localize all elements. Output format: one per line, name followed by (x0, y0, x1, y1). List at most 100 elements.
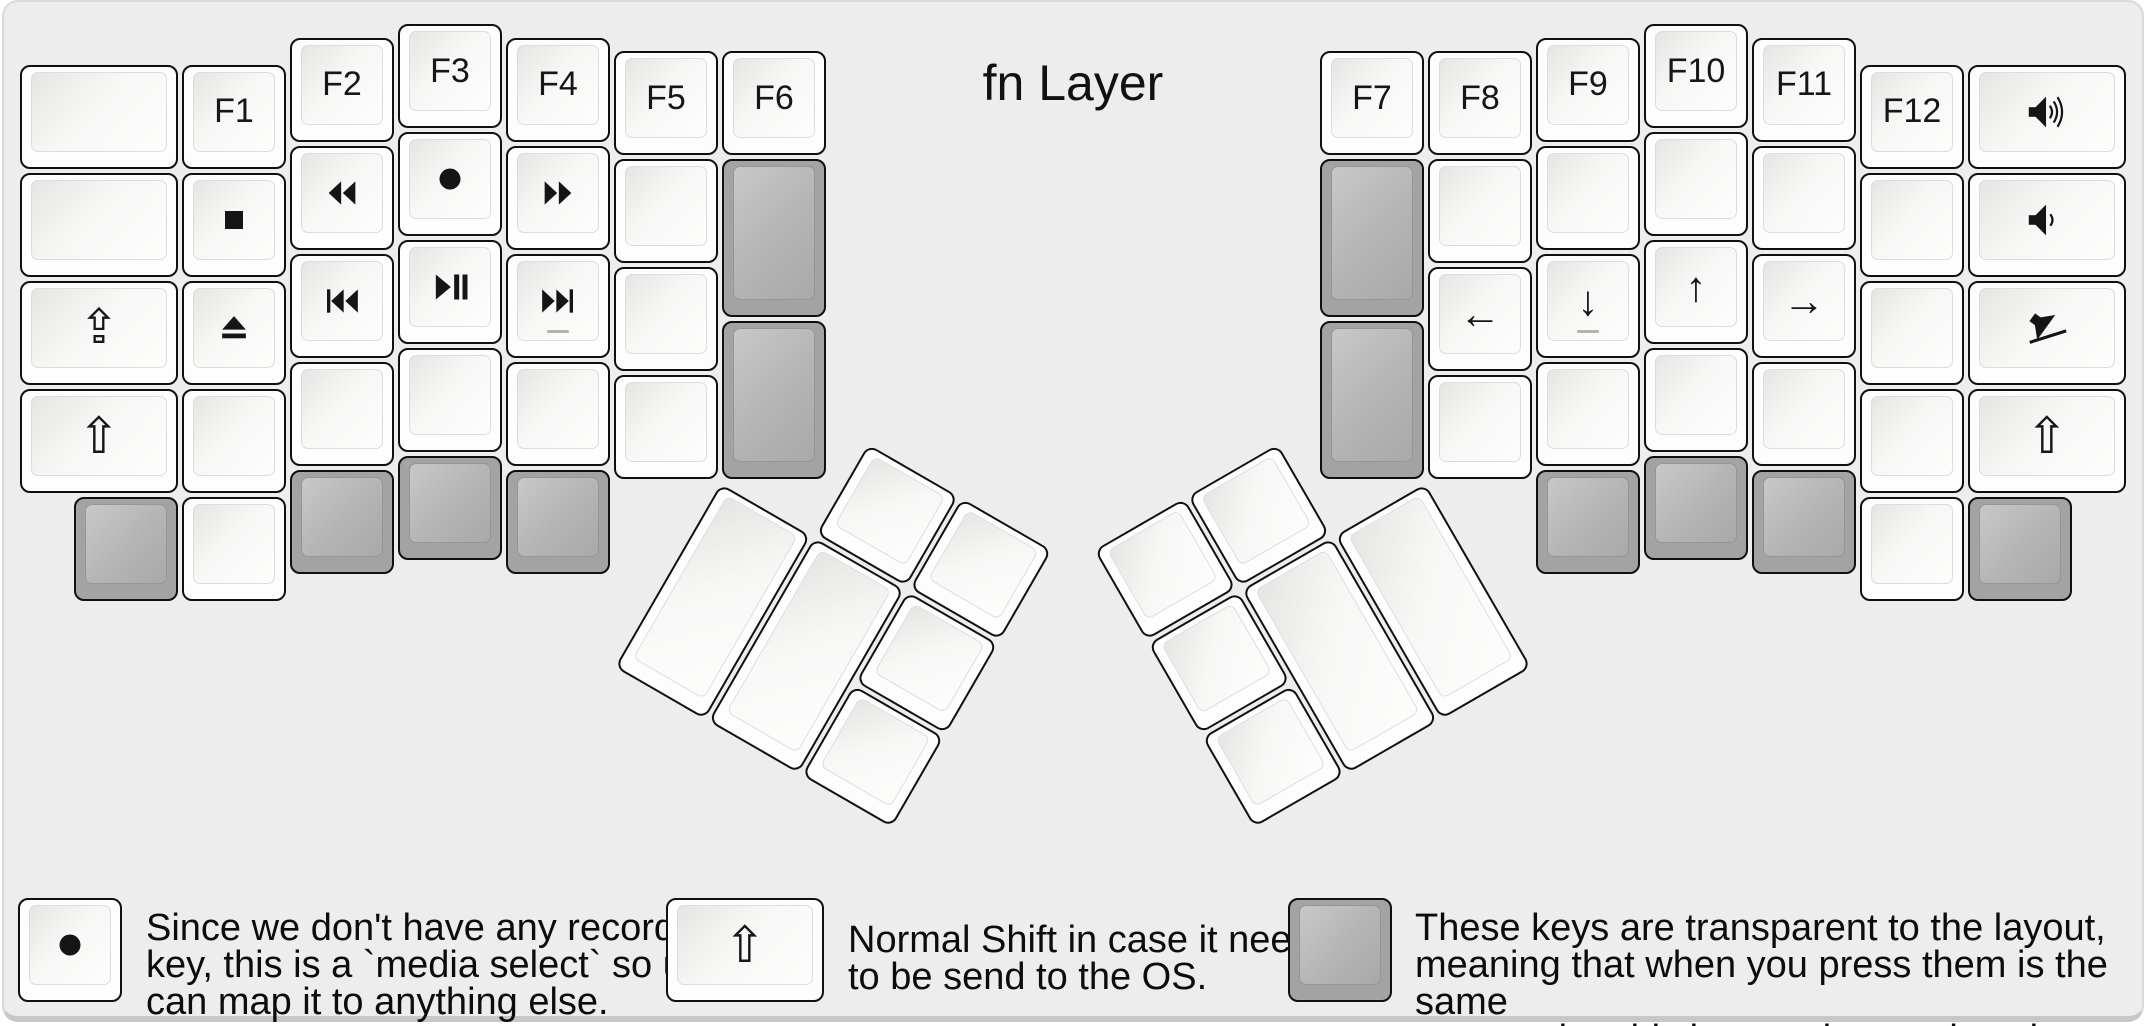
keycap (625, 274, 707, 354)
keycap (1331, 328, 1413, 462)
key-f2[interactable]: F2 (290, 37, 394, 142)
legend-line: meaning that when you press them is the … (1415, 944, 2108, 1023)
key-blank[interactable] (1536, 361, 1640, 466)
key-arrow-up[interactable]: ↑ (1644, 240, 1748, 344)
key-blank[interactable] (1752, 361, 1856, 466)
legend-record-key[interactable] (18, 898, 122, 1002)
key-transparent[interactable] (1752, 469, 1856, 574)
key-blank[interactable] (1752, 145, 1856, 250)
key-next-track[interactable] (506, 253, 610, 358)
key-fast-forward[interactable] (506, 145, 610, 250)
rewind-icon (322, 173, 362, 213)
keycap (1439, 382, 1521, 462)
key-blank[interactable] (290, 361, 394, 466)
key-label: F11 (1775, 65, 1833, 103)
key-f11[interactable]: F11 (1752, 37, 1856, 142)
key-mute[interactable] (1968, 280, 2126, 385)
key-blank[interactable] (182, 496, 286, 601)
keycap: ↓ (1547, 260, 1629, 341)
key-blank[interactable] (1428, 159, 1532, 263)
key-f9[interactable]: F9 (1536, 37, 1640, 142)
legend-transparent-key[interactable] (1288, 898, 1392, 1002)
key-f7[interactable]: F7 (1320, 51, 1424, 155)
keycap (193, 395, 275, 476)
key-blank[interactable] (1644, 348, 1748, 452)
key-blank[interactable] (1860, 388, 1964, 493)
key-f12[interactable]: F12 (1860, 64, 1964, 169)
key-stop[interactable] (182, 172, 286, 277)
legend-line: as pressing this key on the previous lay… (1415, 1020, 2146, 1026)
key-f10[interactable]: F10 (1644, 24, 1748, 128)
key-transparent[interactable] (1536, 469, 1640, 574)
keycap (31, 71, 167, 152)
key-arrow-right[interactable]: → (1752, 253, 1856, 358)
keycap (517, 368, 599, 449)
key-prev-track[interactable] (290, 253, 394, 358)
key-blank[interactable] (182, 388, 286, 493)
key-blank[interactable] (1428, 375, 1532, 479)
key-transparent[interactable] (1320, 159, 1424, 317)
prev-icon (322, 281, 362, 321)
key-blank[interactable] (1536, 145, 1640, 250)
key-f4[interactable]: F4 (506, 37, 610, 142)
key-blank[interactable] (398, 348, 502, 452)
legend-line: Since we don't have any recording (146, 907, 726, 949)
key-blank[interactable] (1860, 280, 1964, 385)
record-icon (432, 161, 468, 197)
legend-transparent-text: These keys are transparent to the layout… (1415, 907, 2146, 1026)
key-shift-right[interactable]: ⇧ (1968, 388, 2126, 493)
keycap (1979, 71, 2115, 152)
key-f5[interactable]: F5 (614, 51, 718, 155)
key-arrow-down[interactable]: ↓ (1536, 253, 1640, 358)
keycap (301, 476, 383, 557)
key-transparent[interactable] (1320, 321, 1424, 479)
key-transparent[interactable] (722, 159, 826, 317)
keycap (517, 260, 599, 341)
key-volume-down[interactable] (1968, 172, 2126, 277)
key-shift-left[interactable]: ⇧ (20, 388, 178, 493)
key-blank[interactable] (1644, 132, 1748, 236)
key-volume-up[interactable] (1968, 64, 2126, 169)
key-f3[interactable]: F3 (398, 24, 502, 128)
key-blank[interactable] (506, 361, 610, 466)
key-transparent[interactable] (506, 469, 610, 574)
key-transparent[interactable] (1644, 456, 1748, 560)
keycap (1979, 503, 2061, 584)
key-blank[interactable] (614, 375, 718, 479)
key-f8[interactable]: F8 (1428, 51, 1532, 155)
keycap: ← (1439, 274, 1521, 354)
legend-shift-key[interactable]: ⇧ (666, 898, 824, 1002)
key-transparent[interactable] (290, 469, 394, 574)
key-arrow-left[interactable]: ← (1428, 267, 1532, 371)
key-blank[interactable] (614, 267, 718, 371)
key-shift-right-glyph: ⇧ (2026, 407, 2068, 464)
key-rewind[interactable] (290, 145, 394, 250)
key-caps-lock[interactable]: ⇪ (20, 280, 178, 385)
key-transparent[interactable] (722, 321, 826, 479)
legend-line: These keys are transparent to the layout… (1415, 907, 2106, 949)
key-transparent[interactable] (398, 456, 502, 560)
keycap (1763, 476, 1845, 557)
key-transparent[interactable] (1968, 496, 2072, 601)
key-f6[interactable]: F6 (722, 51, 826, 155)
key-record[interactable] (398, 132, 502, 236)
keycap (1439, 166, 1521, 246)
key-blank[interactable] (20, 172, 178, 277)
key-eject[interactable] (182, 280, 286, 385)
record-icon (52, 927, 88, 963)
key-arrow-left-glyph: ← (1459, 290, 1501, 337)
key-blank[interactable] (1860, 172, 1964, 277)
keycap (1871, 503, 1953, 584)
key-f1[interactable]: F1 (182, 64, 286, 169)
key-play-pause[interactable] (398, 240, 502, 344)
key-transparent[interactable] (74, 496, 178, 601)
keycap (1547, 476, 1629, 557)
key-label: F5 (646, 78, 686, 117)
keycap (1331, 166, 1413, 300)
key-blank[interactable] (1860, 496, 1964, 601)
key-blank[interactable] (20, 64, 178, 169)
key-blank[interactable] (614, 159, 718, 263)
